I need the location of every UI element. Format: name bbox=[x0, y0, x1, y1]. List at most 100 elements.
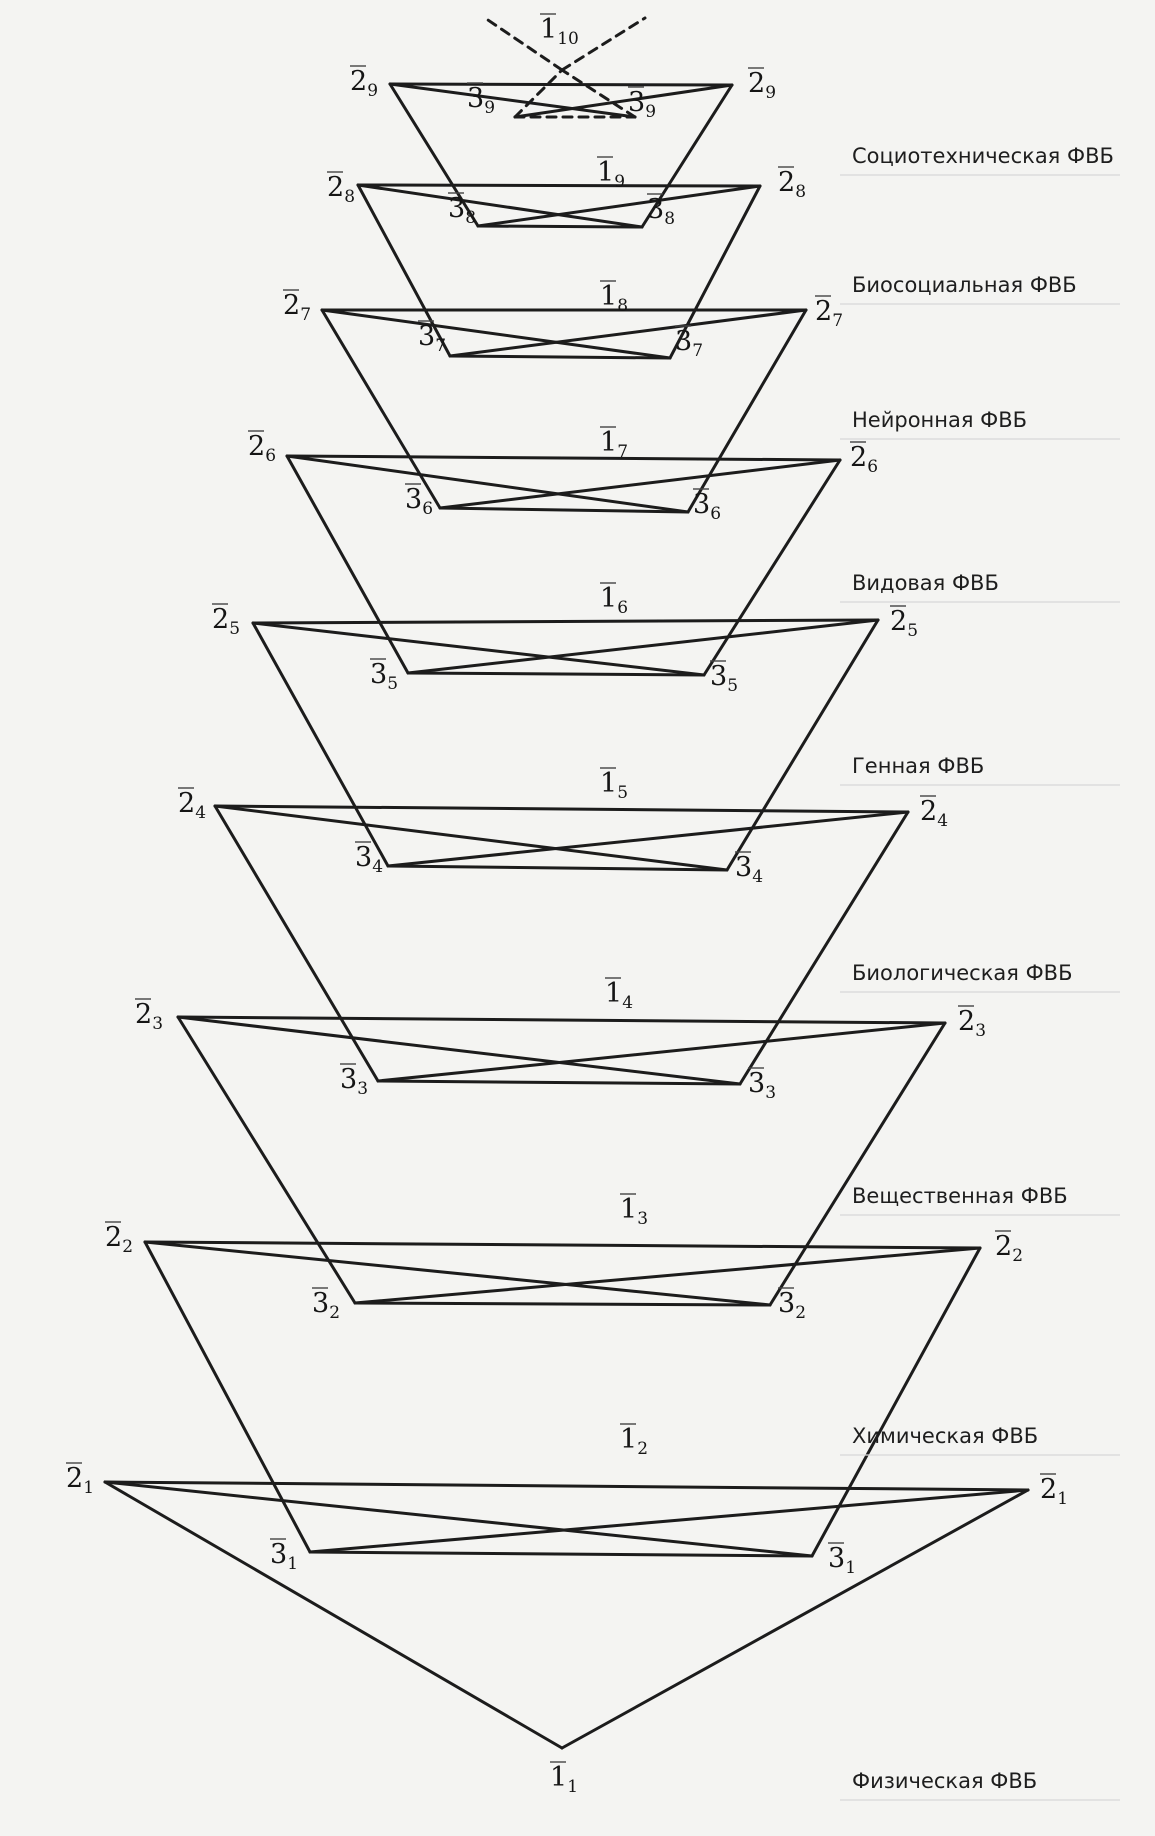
node-label: 25 bbox=[212, 603, 240, 639]
edge-left-diagonal-6 bbox=[285, 454, 690, 514]
node-subscript: 8 bbox=[344, 187, 355, 207]
node-label: 29 bbox=[748, 67, 776, 103]
node-number: 2 bbox=[283, 290, 300, 321]
node-number: 2 bbox=[135, 999, 152, 1030]
node-label: 34 bbox=[735, 851, 763, 887]
node-subscript: 5 bbox=[727, 676, 738, 696]
node-number: 2 bbox=[850, 442, 867, 473]
node-label-text: 27 bbox=[283, 290, 311, 325]
node-subscript: 4 bbox=[372, 857, 383, 877]
node-subscript: 8 bbox=[795, 182, 806, 202]
node-number: 3 bbox=[340, 1064, 357, 1095]
edge-right-diagonal-7 bbox=[448, 308, 808, 358]
edge-rise-right-1 bbox=[810, 1246, 982, 1558]
node-label: 33 bbox=[748, 1067, 776, 1103]
node-label: 25 bbox=[890, 605, 918, 641]
node-number: 3 bbox=[270, 1539, 287, 1570]
node-number: 3 bbox=[778, 1288, 795, 1319]
node-number: 3 bbox=[710, 661, 727, 692]
edge-rise-right-7 bbox=[668, 184, 762, 360]
node-label-text: 24 bbox=[920, 796, 948, 831]
level-label: Химическая ФВБ bbox=[852, 1424, 1038, 1448]
node-label: 24 bbox=[920, 795, 948, 831]
node-number: 3 bbox=[735, 852, 752, 883]
node-label-text: 110 bbox=[540, 14, 579, 49]
edge-rise-right-2 bbox=[768, 1021, 947, 1307]
node-subscript: 7 bbox=[435, 336, 446, 356]
node-label: 32 bbox=[312, 1287, 340, 1323]
node-number: 3 bbox=[312, 1288, 329, 1319]
node-number: 1 bbox=[605, 978, 622, 1009]
node-subscript: 4 bbox=[752, 867, 763, 887]
node-label: 16 bbox=[600, 582, 628, 618]
node-label: 11 bbox=[550, 1761, 578, 1797]
node-subscript: 8 bbox=[617, 296, 628, 316]
node-subscript: 7 bbox=[617, 442, 628, 462]
level-label: Вещественная ФВБ bbox=[852, 1184, 1068, 1208]
node-label-text: 38 bbox=[448, 193, 476, 228]
edge-rise-left-2 bbox=[176, 1015, 357, 1305]
node-label: 110 bbox=[540, 13, 579, 49]
node-label: 35 bbox=[370, 658, 398, 694]
node-label-text: 24 bbox=[178, 788, 206, 823]
node-label: 33 bbox=[340, 1063, 368, 1099]
edge-rise-right-6 bbox=[686, 308, 808, 514]
node-label-text: 21 bbox=[1040, 1474, 1068, 1509]
node-label-text: 31 bbox=[828, 1543, 856, 1578]
node-label-text: 36 bbox=[405, 484, 433, 519]
node-number: 3 bbox=[405, 484, 422, 515]
edge-right-diagonal-6 bbox=[438, 458, 842, 510]
node-number: 3 bbox=[418, 321, 435, 352]
node-subscript: 1 bbox=[567, 1777, 578, 1797]
edge-right-diagonal-9 bbox=[513, 83, 734, 119]
node-number: 3 bbox=[675, 326, 692, 357]
node-label: 34 bbox=[355, 841, 383, 877]
node-number: 3 bbox=[370, 659, 387, 690]
node-label-text: 22 bbox=[995, 1231, 1023, 1266]
node-subscript: 7 bbox=[692, 341, 703, 361]
node-label: 32 bbox=[778, 1287, 806, 1323]
edge-left-diagonal-7 bbox=[320, 308, 672, 360]
edge-rise-right-5 bbox=[702, 458, 842, 677]
node-subscript: 3 bbox=[152, 1014, 163, 1034]
edge-rise-left-1 bbox=[143, 1240, 312, 1554]
node-number: 2 bbox=[778, 167, 795, 198]
node-subscript: 1 bbox=[83, 1478, 94, 1498]
node-subscript: 9 bbox=[484, 98, 495, 118]
node-number: 1 bbox=[600, 583, 617, 614]
node-subscript: 4 bbox=[195, 803, 206, 823]
node-label: 31 bbox=[270, 1538, 298, 1574]
level-label: Физическая ФВБ bbox=[852, 1769, 1037, 1793]
node-subscript: 6 bbox=[710, 504, 721, 524]
node-subscript: 3 bbox=[637, 1209, 648, 1229]
edge-rise-left-4 bbox=[251, 621, 390, 868]
node-subscript: 1 bbox=[1057, 1489, 1068, 1509]
node-label-text: 27 bbox=[815, 296, 843, 331]
node-label-text: 35 bbox=[370, 659, 398, 694]
node-number: 1 bbox=[600, 768, 617, 799]
edge-rise-left-5 bbox=[285, 454, 410, 675]
node-label-text: 39 bbox=[628, 87, 656, 122]
edge-dashed-extension-left bbox=[483, 16, 564, 72]
edge-left-diagonal-1 bbox=[103, 1480, 814, 1558]
node-subscript: 5 bbox=[907, 621, 918, 641]
level-label: Генная ФВБ bbox=[852, 754, 984, 778]
node-label-text: 25 bbox=[890, 606, 918, 641]
edge-dashed-right-to-1-10 bbox=[560, 68, 637, 119]
node-label: 38 bbox=[647, 193, 675, 229]
node-subscript: 2 bbox=[122, 1237, 133, 1257]
node-label-text: 19 bbox=[597, 157, 625, 192]
node-number: 2 bbox=[958, 1006, 975, 1037]
edge-top-bar-1 bbox=[103, 1480, 1030, 1492]
node-label-text: 29 bbox=[748, 68, 776, 103]
node-label-text: 26 bbox=[248, 431, 276, 466]
node-number: 2 bbox=[748, 68, 765, 99]
node-label-text: 15 bbox=[600, 768, 628, 803]
node-label-text: 33 bbox=[340, 1064, 368, 1099]
node-number: 3 bbox=[828, 1543, 845, 1574]
node-label-text: 29 bbox=[350, 66, 378, 101]
node-number: 1 bbox=[550, 1762, 567, 1793]
node-label-text: 39 bbox=[467, 83, 495, 118]
node-number: 1 bbox=[620, 1194, 637, 1225]
